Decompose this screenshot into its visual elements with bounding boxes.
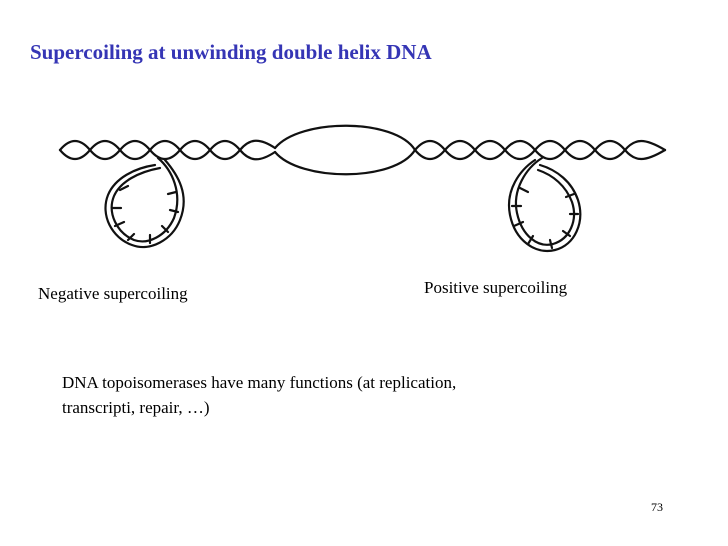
positive-supercoiling-label: Positive supercoiling — [424, 278, 568, 297]
positive-supercoil-loop — [507, 156, 582, 253]
helix-left — [58, 139, 277, 161]
body-text: DNA topoisomerases have many functions (… — [62, 373, 457, 417]
unwound-bubble — [273, 124, 417, 176]
helix-right — [413, 139, 667, 161]
slide-title: Supercoiling at unwinding double helix D… — [30, 40, 432, 64]
page-number: 73 — [651, 500, 663, 514]
negative-supercoiling-label: Negative supercoiling — [38, 284, 188, 303]
negative-supercoil-loop — [104, 156, 185, 249]
